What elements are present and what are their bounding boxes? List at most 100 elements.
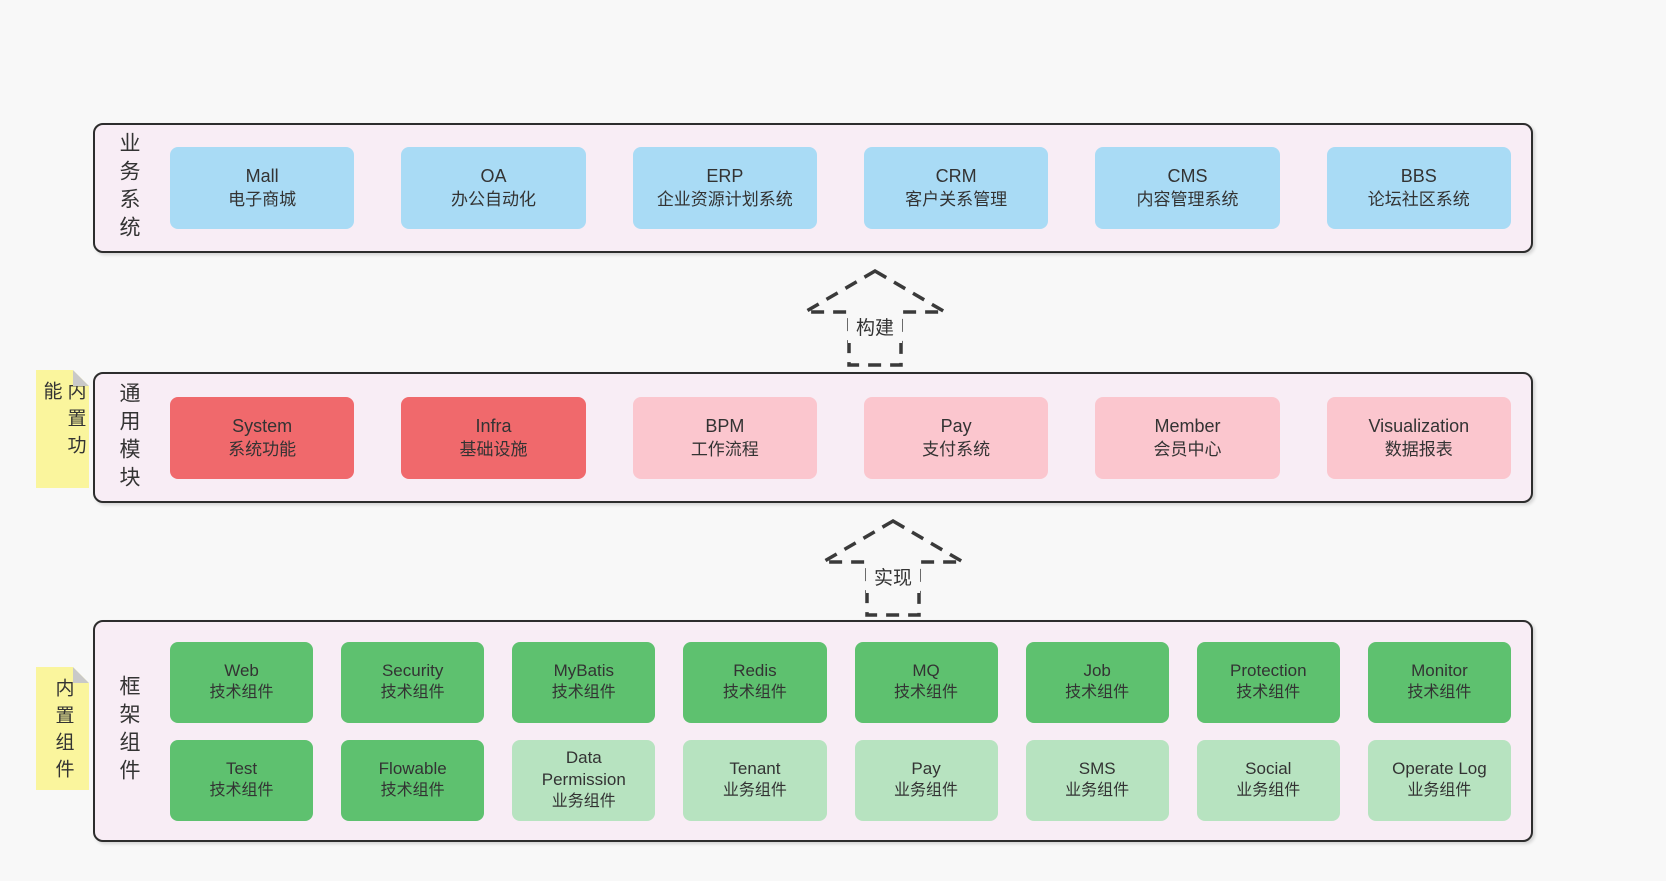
box-infra-name: Infra [475, 415, 512, 436]
box-mq-name: MQ [912, 661, 940, 680]
layer-label-modules: 通用模块 [117, 381, 140, 494]
box-protection-name: Protection [1230, 661, 1307, 680]
box-web-sub: 技术组件 [209, 684, 274, 701]
box-flowable-name: Flowable [378, 759, 447, 778]
module-boxes-row: System 系统功能 Infra 基础设施 BPM 工作流程 Pay 支付系统… [170, 396, 1511, 479]
box-mybatis-sub: 技术组件 [551, 684, 616, 701]
box-redis: Redis 技术组件 [683, 641, 827, 723]
box-pay: Pay 支付系统 [863, 396, 1049, 479]
arrow-build: 构建 [798, 268, 952, 373]
box-crm-name: CRM [935, 166, 977, 186]
box-bbs-name: BBS [1400, 166, 1437, 186]
box-oa-sub: 办公自动化 [450, 190, 536, 209]
box-mybatis-name: MyBatis [553, 661, 615, 680]
sticky-note-text: 内置功能 [40, 381, 86, 462]
box-operate-log-name: Operate Log [1392, 759, 1487, 778]
box-erp-sub: 企业资源计划系统 [656, 190, 793, 209]
component-boxes-grid: Web 技术组件 Security 技术组件 MyBatis 技术组件 Redi… [170, 641, 1511, 821]
box-bbs: BBS 论坛社区系统 [1326, 147, 1511, 229]
folded-corner-icon [73, 667, 89, 683]
layer-label-components: 框架组件 [117, 675, 140, 787]
box-job-sub: 技术组件 [1065, 684, 1130, 701]
box-protection-sub: 技术组件 [1236, 684, 1301, 701]
box-tenant-sub: 业务组件 [722, 782, 787, 799]
box-pay-name: Pay [940, 415, 972, 436]
box-system-name: System [232, 415, 293, 436]
box-sms-name: SMS [1078, 759, 1116, 778]
box-operate-log: Operate Log 业务组件 [1367, 739, 1511, 821]
box-bbs-sub: 论坛社区系统 [1367, 190, 1470, 209]
box-flowable: Flowable 技术组件 [341, 739, 485, 821]
box-social-name: Social [1245, 759, 1292, 778]
box-monitor-sub: 技术组件 [1407, 684, 1472, 701]
box-visualization-sub: 数据报表 [1384, 439, 1453, 459]
box-pay-biz-sub: 业务组件 [894, 782, 959, 799]
box-oa: OA 办公自动化 [401, 147, 586, 229]
business-boxes-row: Mall 电子商城 OA 办公自动化 ERP 企业资源计划系统 CRM 客户关系… [170, 147, 1511, 229]
component-row-2: Test 技术组件 Flowable 技术组件 Data Permission … [170, 739, 1511, 821]
box-mq-sub: 技术组件 [894, 684, 959, 701]
box-pay-sub: 支付系统 [922, 439, 991, 459]
box-security-name: Security [381, 661, 444, 680]
arrow-implement: 实现 [816, 518, 970, 623]
box-mall: Mall 电子商城 [170, 147, 355, 229]
box-web: Web 技术组件 [170, 641, 314, 723]
box-tenant: Tenant 业务组件 [683, 739, 827, 821]
box-test-name: Test [225, 759, 258, 778]
box-flowable-sub: 技术组件 [380, 782, 445, 799]
box-crm: CRM 客户关系管理 [863, 147, 1049, 229]
box-mybatis: MyBatis 技术组件 [512, 641, 656, 723]
box-erp: ERP 企业资源计划系统 [632, 147, 817, 229]
box-system-sub: 系统功能 [228, 439, 297, 459]
arrow-build-label: 构建 [856, 317, 894, 339]
layer-business-systems: 业务系统 Mall 电子商城 OA 办公自动化 ERP 企业资源计划系统 CRM… [93, 123, 1533, 253]
box-monitor-name: Monitor [1411, 661, 1468, 680]
box-job: Job 技术组件 [1025, 641, 1169, 723]
box-visualization: Visualization 数据报表 [1326, 396, 1511, 479]
box-mq: MQ 技术组件 [854, 641, 998, 723]
box-social-sub: 业务组件 [1236, 782, 1301, 799]
box-data-permission: Data Permission 业务组件 [512, 739, 656, 821]
layer-framework-components: 框架组件 Web 技术组件 Security 技术组件 MyBatis 技术组件… [93, 620, 1533, 842]
box-cms-name: CMS [1167, 166, 1208, 186]
box-oa-name: OA [480, 166, 507, 186]
box-test-sub: 技术组件 [209, 782, 274, 799]
box-system: System 系统功能 [170, 396, 355, 479]
box-operate-log-sub: 业务组件 [1407, 782, 1472, 799]
box-data-permission-sub: 业务组件 [551, 793, 616, 810]
box-crm-sub: 客户关系管理 [905, 190, 1008, 209]
component-row-1: Web 技术组件 Security 技术组件 MyBatis 技术组件 Redi… [170, 641, 1511, 723]
box-protection: Protection 技术组件 [1196, 641, 1340, 723]
box-test: Test 技术组件 [170, 739, 314, 821]
box-infra: Infra 基础设施 [401, 396, 586, 479]
arrow-implement-label: 实现 [874, 567, 912, 589]
box-erp-name: ERP [706, 166, 744, 186]
box-bpm-sub: 工作流程 [690, 439, 759, 459]
box-redis-sub: 技术组件 [722, 684, 787, 701]
box-social: Social 业务组件 [1196, 739, 1340, 821]
box-data-permission-name: Data Permission [541, 748, 626, 789]
box-sms: SMS 业务组件 [1025, 739, 1169, 821]
box-cms-sub: 内容管理系统 [1136, 190, 1239, 209]
box-member-name: Member [1154, 415, 1221, 436]
box-pay-biz: Pay 业务组件 [854, 739, 998, 821]
sticky-note-builtin-features: 内置功能 [36, 370, 89, 488]
box-bpm-name: BPM [705, 415, 745, 436]
layer-common-modules: 通用模块 System 系统功能 Infra 基础设施 BPM 工作流程 Pay… [93, 372, 1533, 503]
up-arrow-icon: 构建 [798, 268, 952, 367]
box-monitor: Monitor 技术组件 [1367, 641, 1511, 723]
box-web-name: Web [224, 661, 259, 680]
box-infra-sub: 基础设施 [459, 439, 528, 459]
box-tenant-name: Tenant [729, 759, 781, 778]
box-pay-biz-name: Pay [911, 759, 941, 778]
box-job-name: Job [1083, 661, 1111, 680]
sticky-note-text: 内置组件 [52, 678, 74, 786]
up-arrow-icon: 实现 [816, 518, 970, 617]
box-mall-name: Mall [245, 166, 279, 186]
box-redis-name: Redis [733, 661, 777, 680]
layer-label-business: 业务系统 [117, 132, 140, 244]
box-security: Security 技术组件 [341, 641, 485, 723]
box-security-sub: 技术组件 [380, 684, 445, 701]
box-cms: CMS 内容管理系统 [1095, 147, 1280, 229]
